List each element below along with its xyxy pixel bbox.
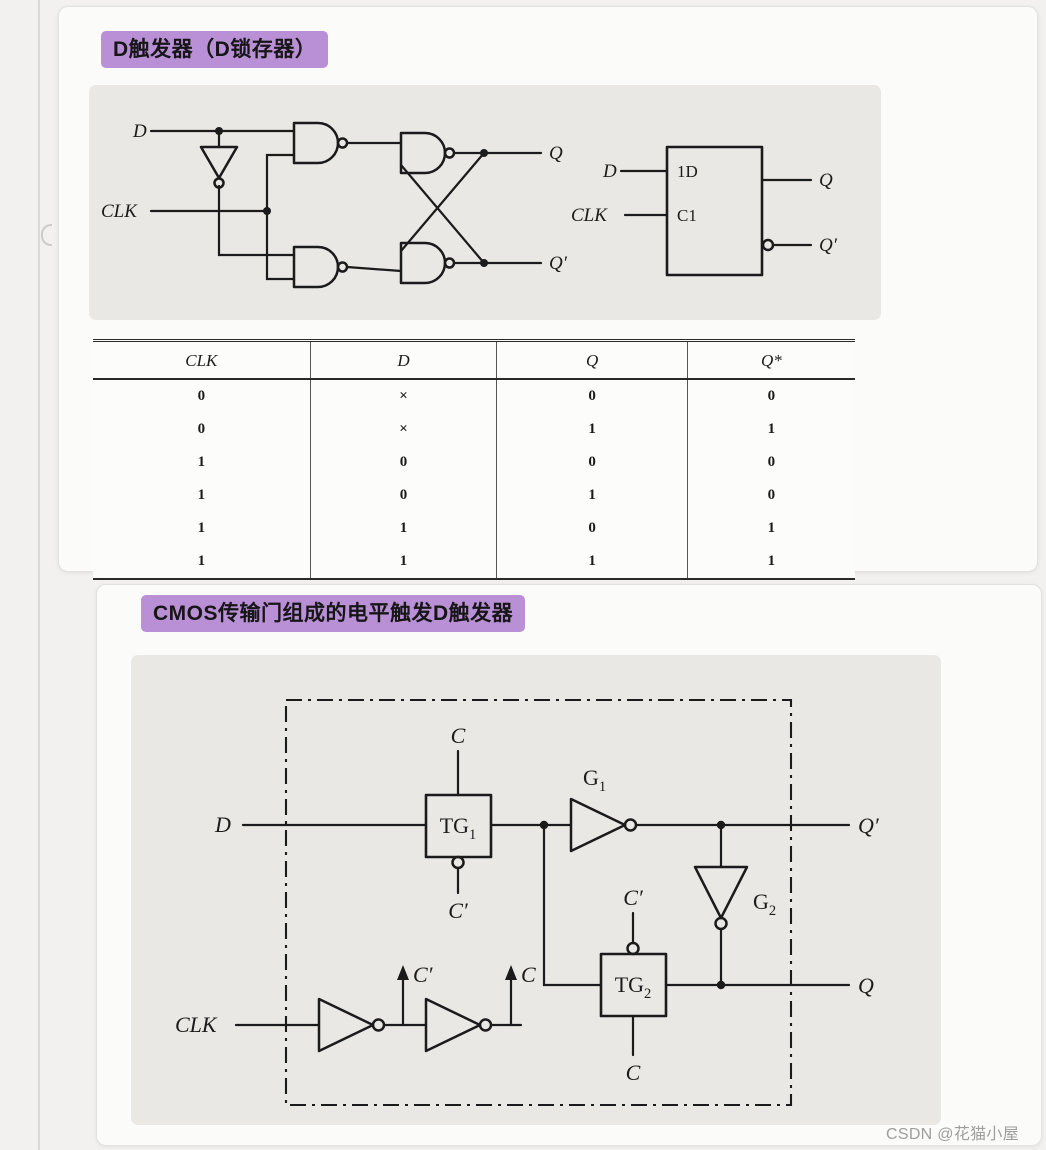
- cmos-circuit-diagram: TG1 TG2 G1 G2: [175, 698, 880, 1107]
- mindmap-branch-line: [38, 0, 40, 1150]
- symbol-qnot-label: Q′: [819, 235, 838, 256]
- c-under-tg2-label: C: [626, 1060, 641, 1085]
- cell: 0: [767, 454, 776, 470]
- cprime-under-tg1-label: C′: [448, 898, 469, 923]
- cprime-over-tg2-label: C′: [623, 885, 644, 910]
- cell: 0: [767, 487, 776, 503]
- cell: 0: [496, 446, 688, 479]
- cell: 0: [93, 379, 311, 413]
- cell: 1: [496, 413, 688, 446]
- cell: 0: [767, 388, 776, 404]
- dlatch-circuit-diagram: D CLK Q Q′ 1D C1 D CLK Q Q′: [101, 121, 838, 289]
- section-d-flipflop-card: D触发器（D锁存器）: [58, 6, 1038, 580]
- cell: 0: [496, 512, 688, 545]
- cell: 1: [93, 545, 311, 580]
- symbol-d-label: D: [602, 161, 617, 182]
- c-tap-arrow: [505, 965, 517, 980]
- truth-table-row: 0 × 0 0: [93, 379, 855, 413]
- section2-title: CMOS传输门组成的电平触发D触发器: [153, 602, 514, 625]
- clock-inverter-2: [424, 997, 493, 1053]
- ic-boundary-dashdot-box: [284, 698, 793, 1107]
- section2-title-badge: CMOS传输门组成的电平触发D触发器: [141, 595, 526, 632]
- nand-gate-latch-top: [399, 131, 456, 175]
- col-header-q: Q: [496, 339, 688, 380]
- section1-title-badge: D触发器（D锁存器）: [101, 31, 329, 68]
- nand-gate-latch-bottom: [399, 241, 456, 285]
- cell: 1: [496, 545, 688, 580]
- clk-input-label: CLK: [175, 1012, 218, 1037]
- truth-table-row: 1 0 0 0: [93, 446, 855, 479]
- col-header-qnext: Q*: [687, 339, 855, 380]
- cprime-tap-label: C′: [413, 962, 434, 987]
- d-input-label: D: [214, 812, 231, 837]
- wires: [149, 129, 543, 281]
- col-header-d: D: [310, 339, 498, 380]
- cell: 1: [93, 512, 311, 545]
- cell: 1: [767, 520, 776, 536]
- transmission-gate-tg1: TG1: [424, 793, 493, 870]
- cell: 1: [93, 479, 311, 512]
- inverter-g1: G1: [569, 765, 638, 853]
- tg2-label: TG2: [615, 972, 652, 1002]
- col-header-clk: CLK: [93, 339, 311, 380]
- truth-table-row: 1 1 0 1: [93, 512, 855, 545]
- truth-table-row: 1 0 1 0: [93, 479, 855, 512]
- section1-title: D触发器（D锁存器）: [113, 38, 317, 61]
- cell: 1: [93, 446, 311, 479]
- cell: 1: [687, 545, 855, 580]
- cell: ×: [310, 379, 498, 413]
- transmission-gate-tg2: TG2: [599, 941, 668, 1018]
- symbol-q-label: Q: [819, 170, 833, 191]
- cell: 1: [496, 479, 688, 512]
- cprime-tap-arrow: [397, 965, 409, 980]
- truth-table-row: 0 × 1 1: [93, 413, 855, 446]
- junction-dots: [215, 127, 488, 267]
- cell: 0: [310, 479, 498, 512]
- qnot-output-label: Q′: [858, 813, 880, 838]
- q-output-label: Q: [549, 143, 563, 164]
- c-tap-label: C: [521, 962, 536, 987]
- tg1-label: TG1: [440, 813, 477, 843]
- cell: 0: [93, 413, 311, 446]
- d-input-label: D: [132, 121, 147, 142]
- section-cmos-dff-card: CMOS传输门组成的电平触发D触发器: [96, 584, 1042, 1146]
- inverter-gate: [199, 145, 239, 189]
- watermark: CSDN @花猫小屋: [886, 1126, 1020, 1143]
- truth-table-row: 1 1 1 1: [93, 545, 855, 580]
- clk-input-label: CLK: [101, 201, 138, 222]
- nand-gate-input-top: [292, 121, 349, 165]
- q-output-label: Q: [858, 973, 874, 998]
- cell: ×: [310, 413, 498, 446]
- cell: 0: [496, 379, 688, 413]
- cell: 1: [310, 512, 498, 545]
- cell: 0: [310, 446, 498, 479]
- truth-table-header-row: CLK D Q Q*: [93, 339, 855, 380]
- cmos-circuit-panel: TG1 TG2 G1 G2: [131, 655, 941, 1125]
- cell: 1: [767, 421, 776, 437]
- clock-inverter-1: [317, 997, 386, 1053]
- g1-label: G1: [583, 765, 606, 795]
- wires: [234, 749, 851, 1057]
- dlatch-circuit-panel: D CLK Q Q′ 1D C1 D CLK Q Q′: [89, 85, 881, 320]
- qnot-output-label: Q′: [549, 253, 568, 274]
- c-top-label: C: [451, 723, 466, 748]
- dlatch-logic-symbol: 1D C1 D CLK Q Q′: [571, 145, 838, 277]
- mindmap-connector: [41, 224, 52, 246]
- cell: 1: [310, 545, 498, 580]
- symbol-clk-label: CLK: [571, 205, 608, 226]
- g2-label: G2: [753, 889, 776, 919]
- pin-c1-label: C1: [677, 206, 697, 225]
- junction-dots: [539, 820, 726, 990]
- truth-table: CLK D Q Q* 0 × 0 0 0 × 1 1 1 0 0: [93, 339, 855, 580]
- pin-1d-label: 1D: [677, 162, 698, 181]
- inverter-g2: G2: [693, 865, 776, 931]
- nand-gate-input-bottom: [292, 245, 349, 289]
